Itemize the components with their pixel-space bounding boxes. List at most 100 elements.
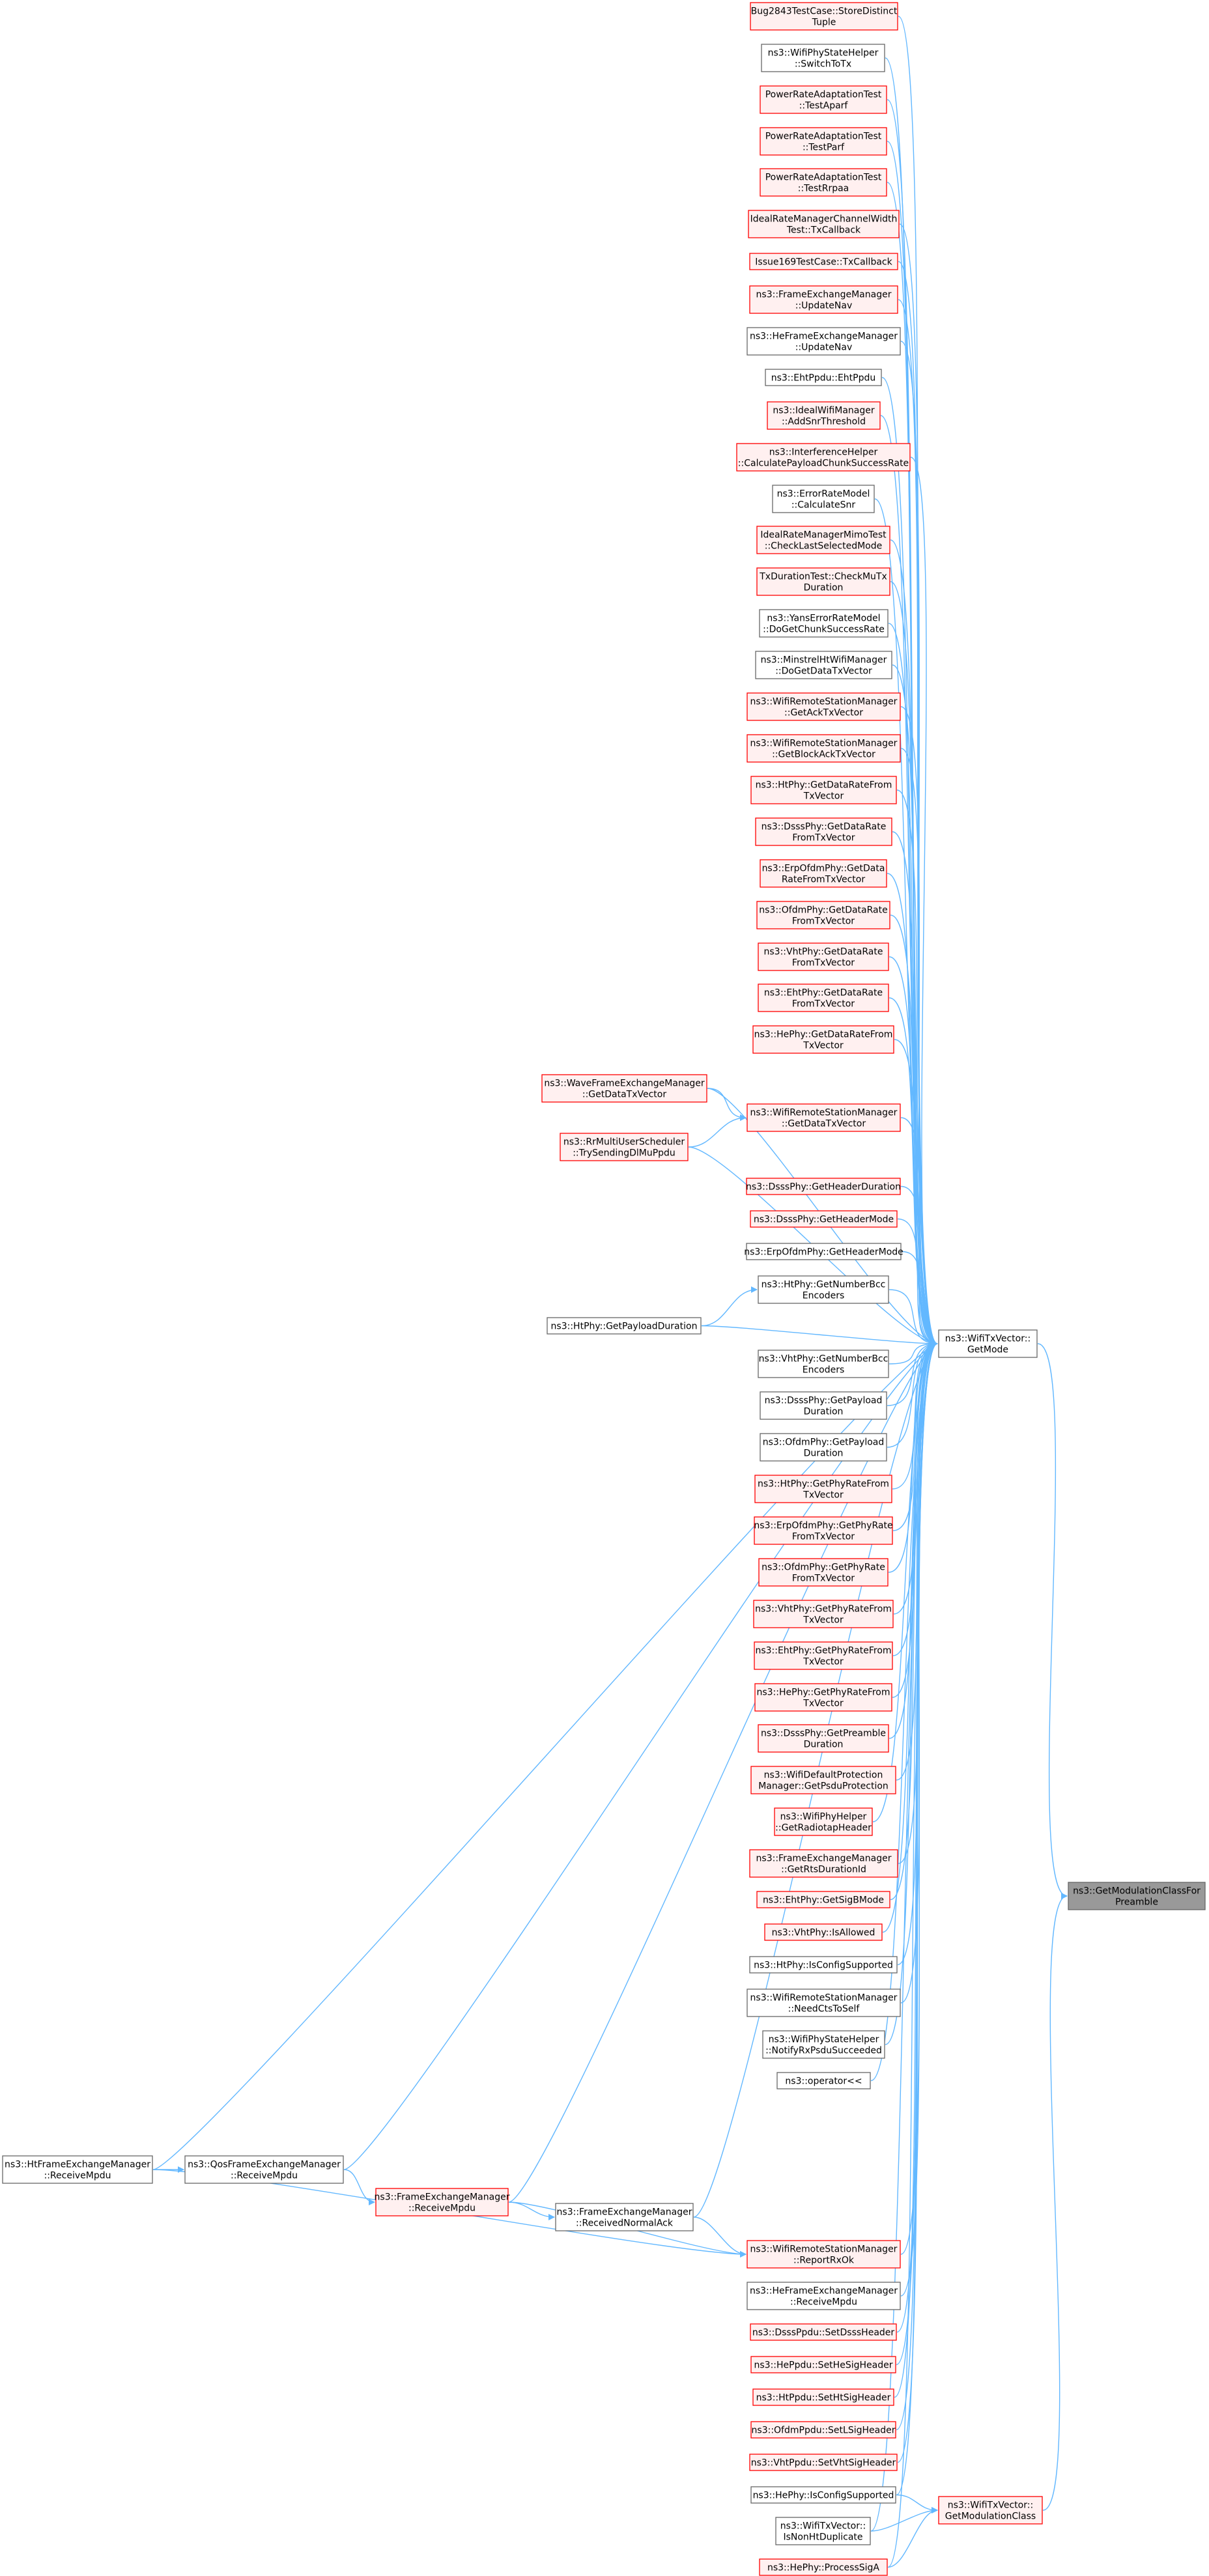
graph-node-n50[interactable]: ns3::HtPhy::IsConfigSupported [749, 1956, 898, 1974]
graph-node-n28[interactable]: ns3::WaveFrameExchangeManager::GetDataTx… [541, 1074, 707, 1103]
node-label: ns3::DsssPhy::GetPreamble [761, 1729, 886, 1739]
graph-node-n2[interactable]: ns3::WifiPhyStateHelper::SwitchToTx [761, 44, 885, 72]
graph-node-n65[interactable]: ns3::HePhy::IsConfigSupported [750, 2486, 896, 2504]
node-label: PowerRateAdaptationTest [765, 90, 882, 100]
graph-node-n19[interactable]: ns3::WifiRemoteStationManager::GetBlockA… [747, 734, 901, 763]
graph-node-n16[interactable]: ns3::YansErrorRateModel::DoGetChunkSucce… [759, 609, 889, 638]
node-label: TxVector [803, 791, 844, 802]
graph-node-n12[interactable]: ns3::InterferenceHelper::CalculatePayloa… [736, 443, 911, 472]
node-label: Encoders [803, 1365, 845, 1376]
graph-node-n34[interactable]: ns3::HtPhy::GetPayloadDuration [547, 1317, 702, 1335]
graph-node-n52[interactable]: ns3::WifiPhyStateHelper::NotifyRxPsduSuc… [762, 2030, 885, 2059]
graph-node-n60[interactable]: ns3::DsssPpdu::SetDsssHeader [750, 2323, 897, 2341]
graph-node-n3[interactable]: PowerRateAdaptationTest::TestAparf [760, 85, 887, 114]
node-label: ::CalculatePayloadChunkSuccessRate [738, 459, 909, 469]
node-label: ::ReceivedNormalAck [576, 2218, 674, 2229]
graph-node-n37[interactable]: ns3::OfdmPhy::GetPayloadDuration [760, 1433, 887, 1462]
node-label: ns3::IdealWifiManager [773, 406, 874, 416]
node-box [750, 1210, 898, 1228]
graph-node-n56[interactable]: ns3::FrameExchangeManager::ReceiveMpdu [375, 2188, 510, 2216]
graph-node-n18[interactable]: ns3::WifiRemoteStationManager::GetAckTxV… [747, 692, 901, 721]
node-label: IdealRateManagerMimoTest [760, 530, 887, 541]
node-label: ::ReceiveMpdu [790, 2297, 857, 2308]
call-edge [1042, 1893, 1068, 2511]
graph-node-n46[interactable]: ns3::WifiPhyHelper::GetRadiotapHeader [774, 1807, 873, 1836]
node-label: ns3::FrameExchangeManager [557, 2207, 692, 2218]
graph-node-n31[interactable]: ns3::DsssPhy::GetHeaderMode [750, 1210, 898, 1228]
graph-node-n9[interactable]: ns3::HeFrameExchangeManager::UpdateNav [747, 327, 901, 356]
graph-node-n62[interactable]: ns3::HtPpdu::SetHtSigHeader [752, 2388, 894, 2406]
graph-node-n7[interactable]: Issue169TestCase::TxCallback [749, 253, 898, 270]
graph-node-n32[interactable]: ns3::ErpOfdmPhy::GetHeaderMode [744, 1243, 903, 1260]
graph-node-n17[interactable]: ns3::MinstrelHtWifiManager::DoGetDataTxV… [755, 651, 892, 679]
graph-node-n66[interactable]: ns3::WifiTxVector::IsNonHtDuplicate [775, 2517, 871, 2545]
graph-node-n45[interactable]: ns3::WifiDefaultProtectionManager::GetPs… [750, 1766, 896, 1794]
graph-node-n29[interactable]: ns3::RrMultiUserScheduler::TrySendingDlM… [560, 1133, 689, 1161]
node-box [2, 2155, 153, 2184]
graph-node-getmode[interactable]: ns3::WifiTxVector::GetMode [938, 1329, 1038, 1358]
node-label: ::GetRtsDurationId [781, 1865, 866, 1875]
node-label: ns3::GetModulationClassFor [1073, 1886, 1201, 1897]
graph-node-n5[interactable]: PowerRateAdaptationTest::TestRrpaa [760, 168, 887, 197]
node-box [752, 2388, 894, 2406]
graph-node-n27[interactable]: ns3::WifiRemoteStationManager::GetDataTx… [747, 1103, 901, 1132]
graph-node-n13[interactable]: ns3::ErrorRateModel::CalculateSnr [772, 485, 875, 513]
graph-node-n47[interactable]: ns3::FrameExchangeManager::GetRtsDuratio… [749, 1849, 898, 1878]
graph-node-n64[interactable]: ns3::VhtPpdu::SetVhtSigHeader [749, 2454, 898, 2471]
graph-node-n8[interactable]: ns3::FrameExchangeManager::UpdateNav [749, 285, 898, 314]
node-box [765, 369, 882, 386]
graph-node-n11[interactable]: ns3::IdealWifiManager::AddSnrThreshold [767, 401, 881, 430]
graph-node-n48[interactable]: ns3::EhtPhy::GetSigBMode [756, 1891, 890, 1908]
call-edge [889, 1340, 938, 1365]
call-edge [887, 1340, 938, 1406]
graph-node-n10[interactable]: ns3::EhtPpdu::EhtPpdu [765, 369, 882, 386]
graph-node-getmodclass[interactable]: ns3::WifiTxVector::GetModulationClass [938, 2496, 1043, 2525]
graph-node-n58[interactable]: ns3::WifiRemoteStationManager::ReportRxO… [747, 2240, 901, 2269]
node-box [752, 1025, 894, 1054]
graph-node-n57[interactable]: ns3::FrameExchangeManager::ReceivedNorma… [555, 2203, 694, 2231]
graph-node-n55[interactable]: ns3::QosFrameExchangeManager::ReceiveMpd… [184, 2155, 344, 2184]
node-label: ::UpdateNav [795, 301, 852, 311]
node-label: ns3::HtFrameExchangeManager [5, 2160, 150, 2170]
call-edge [897, 1218, 938, 1347]
graph-node-n36[interactable]: ns3::DsssPhy::GetPayloadDuration [760, 1391, 887, 1420]
graph-node-n4[interactable]: PowerRateAdaptationTest::TestParf [760, 127, 887, 156]
node-box [756, 526, 890, 554]
graph-node-n30[interactable]: ns3::DsssPhy::GetHeaderDuration [746, 1178, 901, 1195]
call-edge [872, 1340, 938, 1822]
node-box [760, 127, 887, 156]
graph-node-n59[interactable]: ns3::HeFrameExchangeManager::ReceiveMpdu [747, 2282, 901, 2310]
graph-node-n63[interactable]: ns3::OfdmPpdu::SetLSigHeader [750, 2421, 896, 2439]
graph-node-n67[interactable]: ns3::HePhy::ProcessSigA [759, 2558, 888, 2576]
graph-node-n51[interactable]: ns3::WifiRemoteStationManager::NeedCtsTo… [747, 1989, 901, 2017]
graph-node-n61[interactable]: ns3::HePpdu::SetHeSigHeader [750, 2356, 896, 2373]
graph-node-n53[interactable]: ns3::operator<< [776, 2072, 871, 2089]
node-label: ::NeedCtsToSelf [788, 2004, 861, 2015]
graph-node-n54[interactable]: ns3::HtFrameExchangeManager::ReceiveMpdu [2, 2155, 153, 2184]
graph-node-n14[interactable]: IdealRateManagerMimoTest::CheckLastSelec… [756, 526, 890, 554]
node-label: ns3::EhtPpdu::EhtPpdu [771, 373, 876, 384]
node-box [776, 2072, 871, 2089]
node-label: ns3::FrameExchangeManager [756, 290, 892, 300]
graph-node-n49[interactable]: ns3::VhtPhy::IsAllowed [764, 1923, 883, 1941]
graph-node-n6[interactable]: IdealRateManagerChannelWidthTest::TxCall… [748, 210, 900, 238]
